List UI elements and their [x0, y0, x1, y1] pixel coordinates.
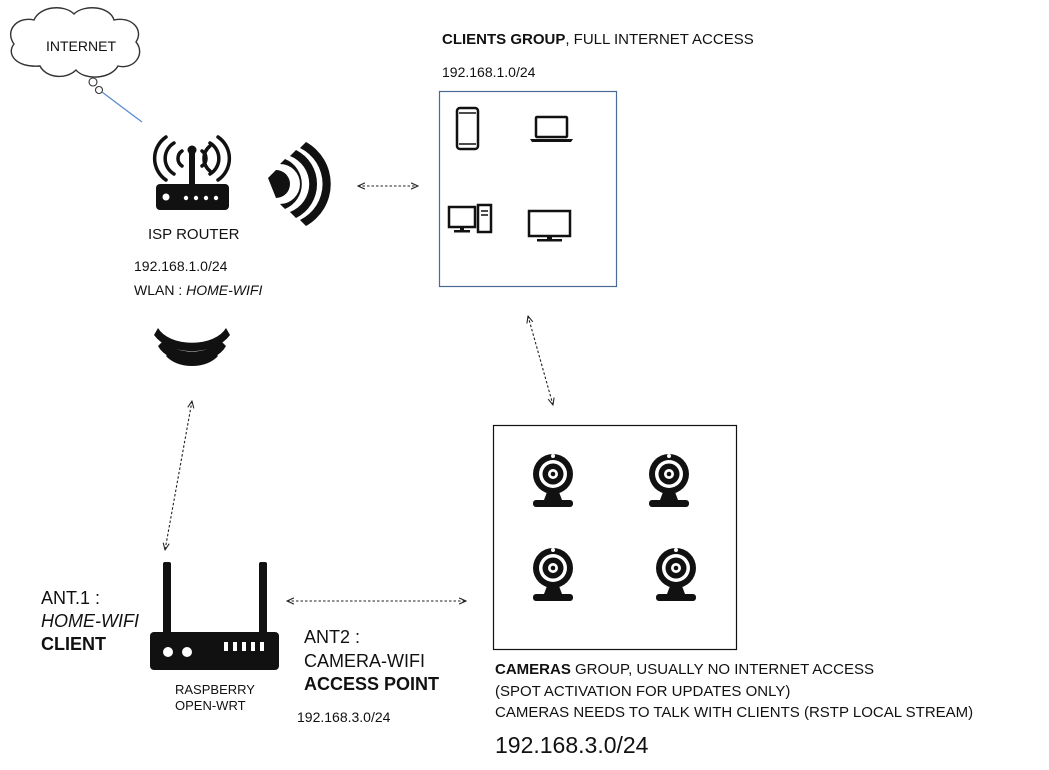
laptop-icon: [530, 115, 573, 142]
isp-router-icon: [152, 135, 232, 210]
clients-group-subnet: 192.168.1.0/24: [442, 64, 536, 80]
phone-icon: [455, 106, 480, 151]
ant2-label: ANT2 :: [304, 627, 361, 647]
clients-to-cameras-arrow: [528, 316, 553, 405]
wlan-ssid: HOME-WIFI: [186, 282, 263, 298]
desktop-icon: [447, 203, 493, 234]
cameras-group-title-rest: GROUP, USUALLY NO INTERNET ACCESS: [570, 661, 874, 678]
ant1-label: ANT.1 :: [41, 588, 101, 608]
wifi-signal-icon: [268, 142, 331, 226]
clients-group-title-rest: , FULL INTERNET ACCESS: [565, 31, 754, 48]
wlan-prefix: WLAN :: [134, 282, 187, 298]
internet-label: INTERNET: [46, 38, 116, 54]
cameras-group-line3: CAMERAS NEEDS TO TALK WITH CLIENTS (RSTP…: [495, 704, 974, 721]
isp-router-subnet: 192.168.1.0/24: [134, 258, 228, 274]
raspberry-device-line2: OPEN-WRT: [175, 698, 246, 713]
isp-router-wlan: WLAN : HOME-WIFI: [134, 282, 262, 298]
wifi-signal-down-icon: [154, 328, 230, 367]
cameras-group-title: CAMERAS GROUP, USUALLY NO INTERNET ACCES…: [495, 661, 874, 678]
clients-group-box: [438, 90, 618, 288]
ant1-ssid: HOME-WIFI: [41, 611, 139, 631]
raspberry-router-icon: [150, 562, 279, 670]
cameras-group-box: [492, 424, 738, 651]
internet-link-line: [101, 91, 143, 123]
clients-group-title: CLIENTS GROUP, FULL INTERNET ACCESS: [442, 31, 754, 48]
cameras-group-title-bold: CAMERAS: [495, 661, 571, 678]
isp-to-raspberry-arrow: [165, 401, 192, 550]
monitor-icon: [527, 209, 572, 242]
ant2-role: ACCESS POINT: [304, 674, 440, 694]
cameras-group-subnet: 192.168.3.0/24: [495, 732, 649, 758]
raspberry-device-line1: RASPBERRY: [175, 682, 255, 697]
clients-group-title-bold: CLIENTS GROUP: [442, 31, 566, 48]
raspberry-subnet: 192.168.3.0/24: [297, 709, 391, 725]
cloud-icon: [9, 7, 141, 95]
ant1-role: CLIENT: [41, 634, 106, 654]
ant2-ssid: CAMERA-WIFI: [304, 651, 425, 671]
isp-router-name: ISP ROUTER: [148, 226, 240, 243]
cameras-group-line2: (SPOT ACTIVATION FOR UPDATES ONLY): [495, 683, 791, 700]
